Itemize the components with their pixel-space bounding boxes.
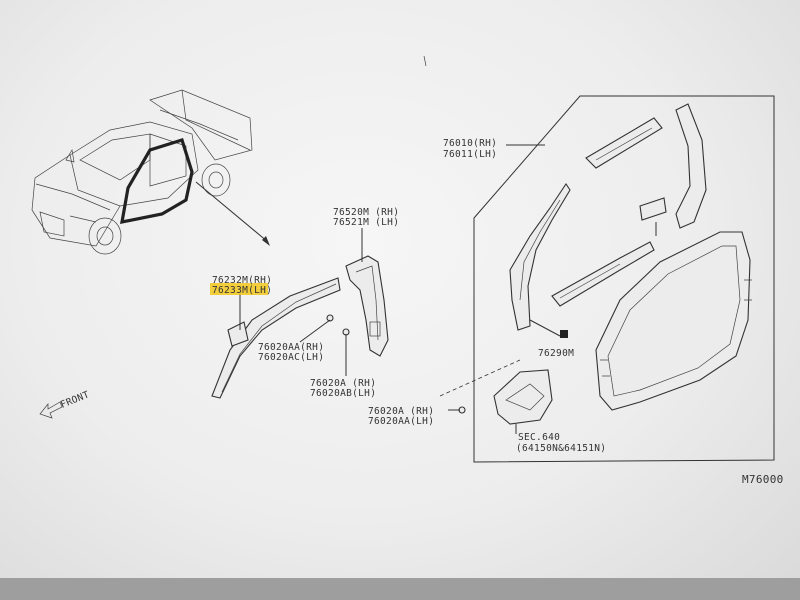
stray-mark: [423, 55, 427, 67]
label-76011: 76011(LH): [443, 149, 497, 160]
part-76290m: [560, 330, 568, 338]
truck-door-opening-highlight: [120, 137, 194, 225]
clip-76020aa: [326, 314, 334, 322]
monitor-bezel: [0, 578, 800, 600]
part-76232m-pillar: [211, 277, 341, 399]
label-76290m: 76290M: [538, 348, 574, 359]
leader-76020aa: [299, 319, 331, 343]
part-front-pillar-outer: [509, 183, 571, 331]
front-direction-indicator: FRONT: [39, 389, 91, 419]
label-76020a-1: 76020A (RH): [310, 378, 376, 389]
label-76020ac: 76020AC(LH): [258, 352, 324, 363]
truck-to-detail-arrow: [195, 181, 269, 243]
highlight-76233m: [210, 283, 268, 295]
part-76520m-pillar: [345, 255, 389, 357]
label-76020ab: 76020AB(LH): [310, 388, 376, 399]
label-76020a-2: 76020A (RH): [368, 406, 434, 417]
part-sec640-hoodledge: [493, 369, 553, 425]
part-quarter-pillar: [675, 103, 707, 229]
part-roof-rail-outer: [585, 117, 663, 169]
dashed-guide: [439, 359, 521, 397]
truck-illustration: [31, 89, 253, 255]
label-sec640-parts: (64150N&64151N): [516, 443, 606, 454]
body-side-box: [473, 95, 775, 463]
label-76020aa-2: 76020AA(LH): [368, 416, 434, 427]
arrow-head-icon: [262, 236, 270, 246]
part-bracket: [639, 197, 667, 221]
label-76520m: 76520M (RH): [333, 207, 399, 218]
front-label: FRONT: [59, 389, 91, 410]
label-76233m: 76233M(LH): [212, 285, 272, 296]
diagram-id-label: M76000: [742, 473, 784, 486]
label-76010: 76010(RH): [443, 138, 497, 149]
label-76521m: 76521M (LH): [333, 217, 399, 228]
label-sec640: SEC.640: [518, 432, 560, 443]
label-76020aa: 76020AA(RH): [258, 342, 324, 353]
part-body-side-outer: [595, 231, 751, 411]
label-76232m: 76232M(RH): [212, 275, 272, 286]
